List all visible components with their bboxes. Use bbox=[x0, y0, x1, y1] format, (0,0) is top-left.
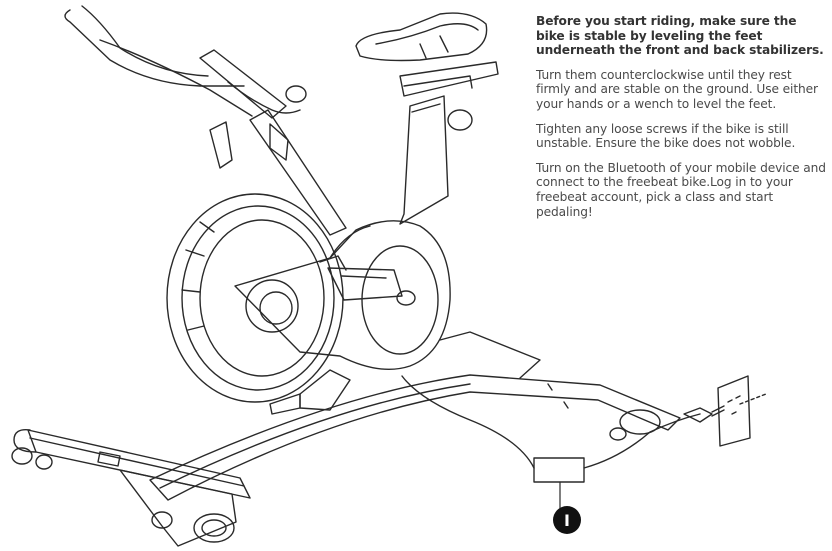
base-frame bbox=[149, 331, 681, 501]
wall-outlet bbox=[717, 375, 751, 447]
callout-label: I bbox=[564, 511, 570, 530]
saddle bbox=[355, 12, 488, 62]
crank-pedal bbox=[319, 255, 416, 306]
flywheel bbox=[166, 193, 344, 403]
seat-post bbox=[399, 61, 499, 225]
instruction-heading: Before you start riding, make sure the b… bbox=[536, 14, 824, 58]
instructions-column: Before you start riding, make sure the b… bbox=[536, 14, 828, 229]
front-post bbox=[209, 109, 347, 236]
handlebars bbox=[64, 5, 307, 161]
instruction-paragraph-3: Turn on the Bluetooth of your mobile dev… bbox=[536, 160, 826, 219]
instruction-paragraph-2: Tighten any loose screws if the bike is … bbox=[536, 121, 796, 151]
callout-marker: I bbox=[553, 506, 581, 534]
power-cable bbox=[401, 375, 701, 469]
front-stabilizer bbox=[11, 429, 251, 547]
power-plug bbox=[683, 405, 725, 423]
drive-housing bbox=[234, 220, 451, 415]
power-adapter bbox=[533, 457, 585, 483]
instruction-paragraph-1: Turn them counterclockwise until they re… bbox=[536, 67, 818, 111]
